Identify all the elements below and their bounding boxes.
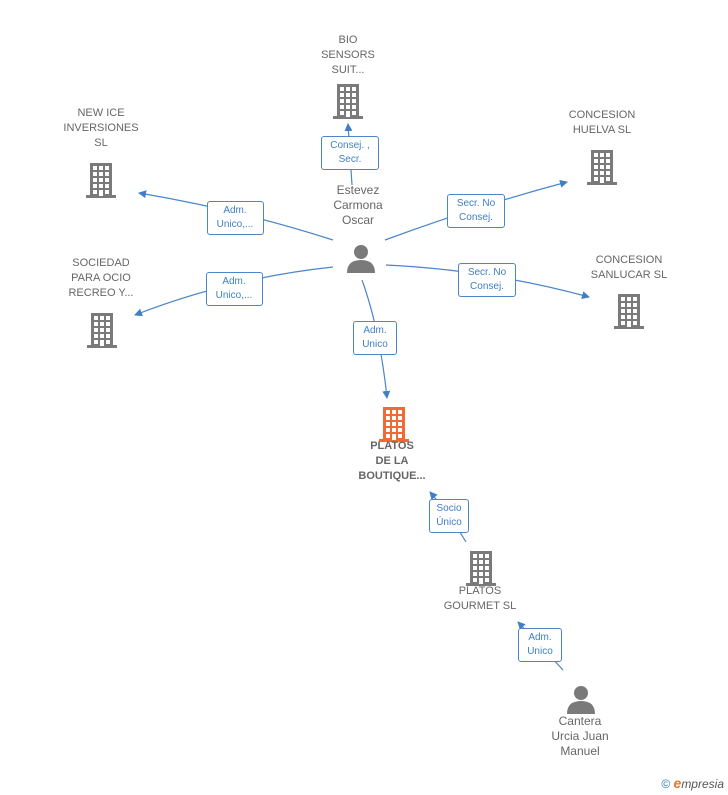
edge-label-estevez-to-newice[interactable]: Adm. Unico,... — [206, 201, 264, 235]
person-icon[interactable] — [346, 243, 376, 278]
node-label-gourmet[interactable]: PLATOS GOURMET SL — [443, 585, 517, 612]
edge-label-cantera-to-gourmet[interactable]: Adm. Unico — [518, 628, 562, 662]
brand-name: empresia — [673, 775, 724, 791]
edge-label-estevez-to-platos[interactable]: Adm. Unico — [353, 321, 397, 355]
node-label-bio[interactable]: BIO SENSORS SUIT... — [321, 34, 375, 76]
building-icon[interactable] — [586, 149, 618, 190]
edge-label-estevez-to-sanlucar[interactable]: Secr. No Consej. — [458, 263, 516, 297]
node-label-huelva[interactable]: CONCESION HUELVA SL — [568, 109, 636, 136]
edge-label-estevez-to-sociedad[interactable]: Adm. Unico,... — [205, 272, 263, 306]
edge-label-estevez-to-huelva[interactable]: Secr. No Consej. — [447, 194, 505, 228]
node-label-platos[interactable]: PLATOS DE LA BOUTIQUE... — [358, 440, 426, 482]
node-label-estevez[interactable]: Estevez Carmona Oscar — [333, 183, 383, 227]
copyright-symbol: © — [661, 777, 671, 791]
empresia-watermark[interactable]: © empresia — [661, 775, 724, 791]
edge-label-estevez-to-bio[interactable]: Consej. , Secr. — [321, 136, 379, 170]
building-icon[interactable] — [85, 162, 117, 203]
node-label-newice[interactable]: NEW ICE INVERSIONES SL — [63, 107, 139, 149]
node-label-sanlucar[interactable]: CONCESION SANLUCAR SL — [590, 254, 668, 281]
building-icon[interactable] — [86, 312, 118, 353]
node-label-cantera[interactable]: Cantera Urcia Juan Manuel — [551, 714, 609, 758]
person-icon[interactable] — [566, 684, 596, 719]
edge-label-gourmet-to-platos[interactable]: Socio Único — [429, 499, 469, 533]
building-icon[interactable] — [465, 550, 497, 591]
building-icon[interactable] — [378, 406, 410, 447]
node-label-sociedad[interactable]: SOCIEDAD PARA OCIO RECREO Y... — [68, 257, 134, 299]
building-icon[interactable] — [613, 293, 645, 334]
building-icon[interactable] — [332, 83, 364, 124]
